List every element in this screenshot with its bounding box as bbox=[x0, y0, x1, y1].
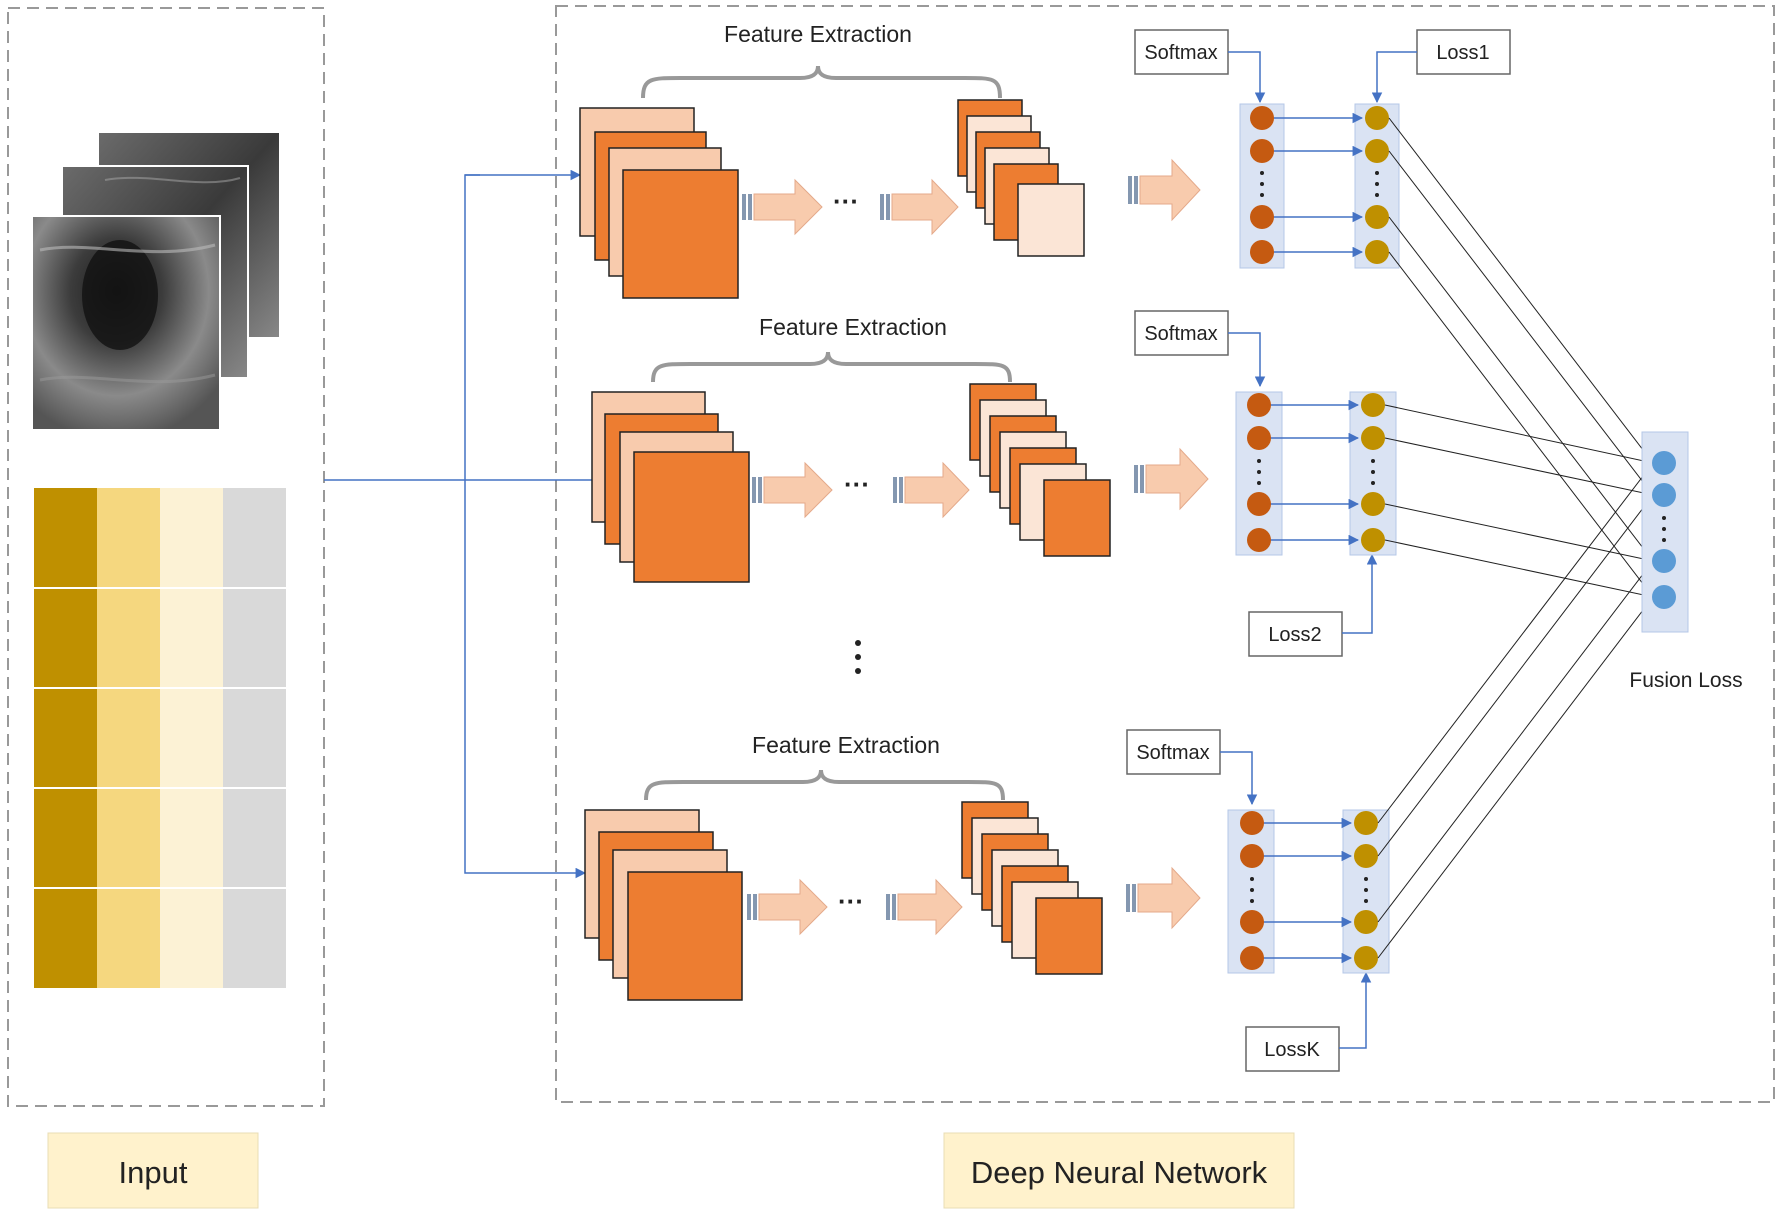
softmax-box: Softmax bbox=[1134, 29, 1229, 75]
output-neurons bbox=[1354, 811, 1378, 970]
vertical-ellipsis bbox=[1260, 171, 1379, 197]
softmax-label: Softmax bbox=[1136, 742, 1209, 764]
input-feature-maps bbox=[584, 809, 743, 1001]
softmax-neurons bbox=[1250, 106, 1274, 264]
input-feature-maps bbox=[591, 391, 750, 583]
fusion-layer bbox=[1641, 431, 1689, 633]
softmax-label: Softmax bbox=[1144, 323, 1217, 345]
feature-extraction-label: Feature Extraction bbox=[752, 732, 940, 758]
ellipsis-label: ··· bbox=[838, 886, 864, 916]
forward-arrow bbox=[880, 178, 959, 236]
forward-arrow bbox=[1128, 158, 1201, 222]
neuron-connections bbox=[1273, 112, 1364, 258]
input-connectors bbox=[324, 169, 606, 879]
loss-arrow bbox=[1371, 51, 1417, 104]
loss-box: Loss2 bbox=[1248, 611, 1343, 657]
softmax-arrow bbox=[1220, 751, 1258, 806]
input-caption-label: Input bbox=[119, 1155, 188, 1190]
feature-extraction-label: Feature Extraction bbox=[724, 21, 912, 47]
feature-extraction-label: Feature Extraction bbox=[759, 314, 947, 340]
input-caption: Input bbox=[47, 1132, 259, 1209]
input-panel bbox=[7, 7, 325, 1107]
forward-arrow bbox=[1126, 866, 1201, 930]
forward-arrow bbox=[742, 178, 823, 236]
loss-label: Loss1 bbox=[1436, 42, 1489, 64]
loss-arrow bbox=[1339, 971, 1372, 1049]
loss-box: Loss1 bbox=[1416, 29, 1511, 75]
branch-1: Feature Extraction ··· bbox=[579, 21, 1511, 299]
branch-2: Feature Extraction ··· bbox=[591, 310, 1397, 657]
neuron-connections bbox=[1270, 399, 1360, 546]
softmax-box: Softmax bbox=[1134, 310, 1229, 356]
softmax-neurons bbox=[1240, 811, 1264, 970]
softmax-layer bbox=[1227, 809, 1275, 974]
softmax-neurons bbox=[1247, 393, 1271, 552]
vertical-ellipsis bbox=[1257, 459, 1375, 485]
network-panel bbox=[555, 5, 1775, 1103]
feature-extraction-brace bbox=[641, 65, 1002, 99]
loss-box: LossK bbox=[1245, 1026, 1340, 1072]
feature-extraction-brace bbox=[644, 769, 1005, 801]
loss-label: LossK bbox=[1264, 1039, 1320, 1061]
fusion-loss-label: Fusion Loss bbox=[1629, 669, 1742, 692]
loss-arrow bbox=[1342, 553, 1378, 634]
fusion-connections bbox=[1377, 117, 1654, 959]
forward-arrow bbox=[747, 878, 828, 936]
softmax-label: Softmax bbox=[1144, 42, 1217, 64]
output-neurons bbox=[1365, 106, 1389, 264]
dnn-caption: Deep Neural Network bbox=[943, 1132, 1295, 1209]
forward-arrow bbox=[1134, 447, 1209, 511]
output-feature-maps bbox=[957, 99, 1085, 257]
feature-extraction-brace bbox=[651, 351, 1012, 383]
dnn-caption-label: Deep Neural Network bbox=[971, 1155, 1268, 1190]
output-neurons bbox=[1361, 393, 1385, 552]
more-branches-ellipsis bbox=[855, 640, 861, 674]
neuron-connections bbox=[1263, 817, 1353, 964]
forward-arrow bbox=[886, 878, 963, 936]
vertical-ellipsis bbox=[1250, 877, 1368, 903]
ultrasound-image-stack bbox=[31, 131, 281, 431]
ellipsis-label: ··· bbox=[833, 186, 859, 216]
softmax-arrow bbox=[1228, 51, 1266, 104]
output-feature-maps bbox=[969, 383, 1111, 557]
output-feature-maps bbox=[961, 801, 1103, 975]
softmax-box: Softmax bbox=[1126, 729, 1221, 775]
forward-arrow bbox=[752, 461, 833, 519]
forward-arrow bbox=[893, 461, 970, 519]
tabular-data-grid bbox=[34, 488, 286, 988]
branch-k: Feature Extraction ··· bbox=[584, 729, 1390, 1072]
input-feature-maps bbox=[579, 107, 739, 299]
loss-label: Loss2 bbox=[1268, 624, 1321, 646]
softmax-arrow bbox=[1228, 332, 1266, 388]
ellipsis-label: ··· bbox=[844, 469, 870, 499]
